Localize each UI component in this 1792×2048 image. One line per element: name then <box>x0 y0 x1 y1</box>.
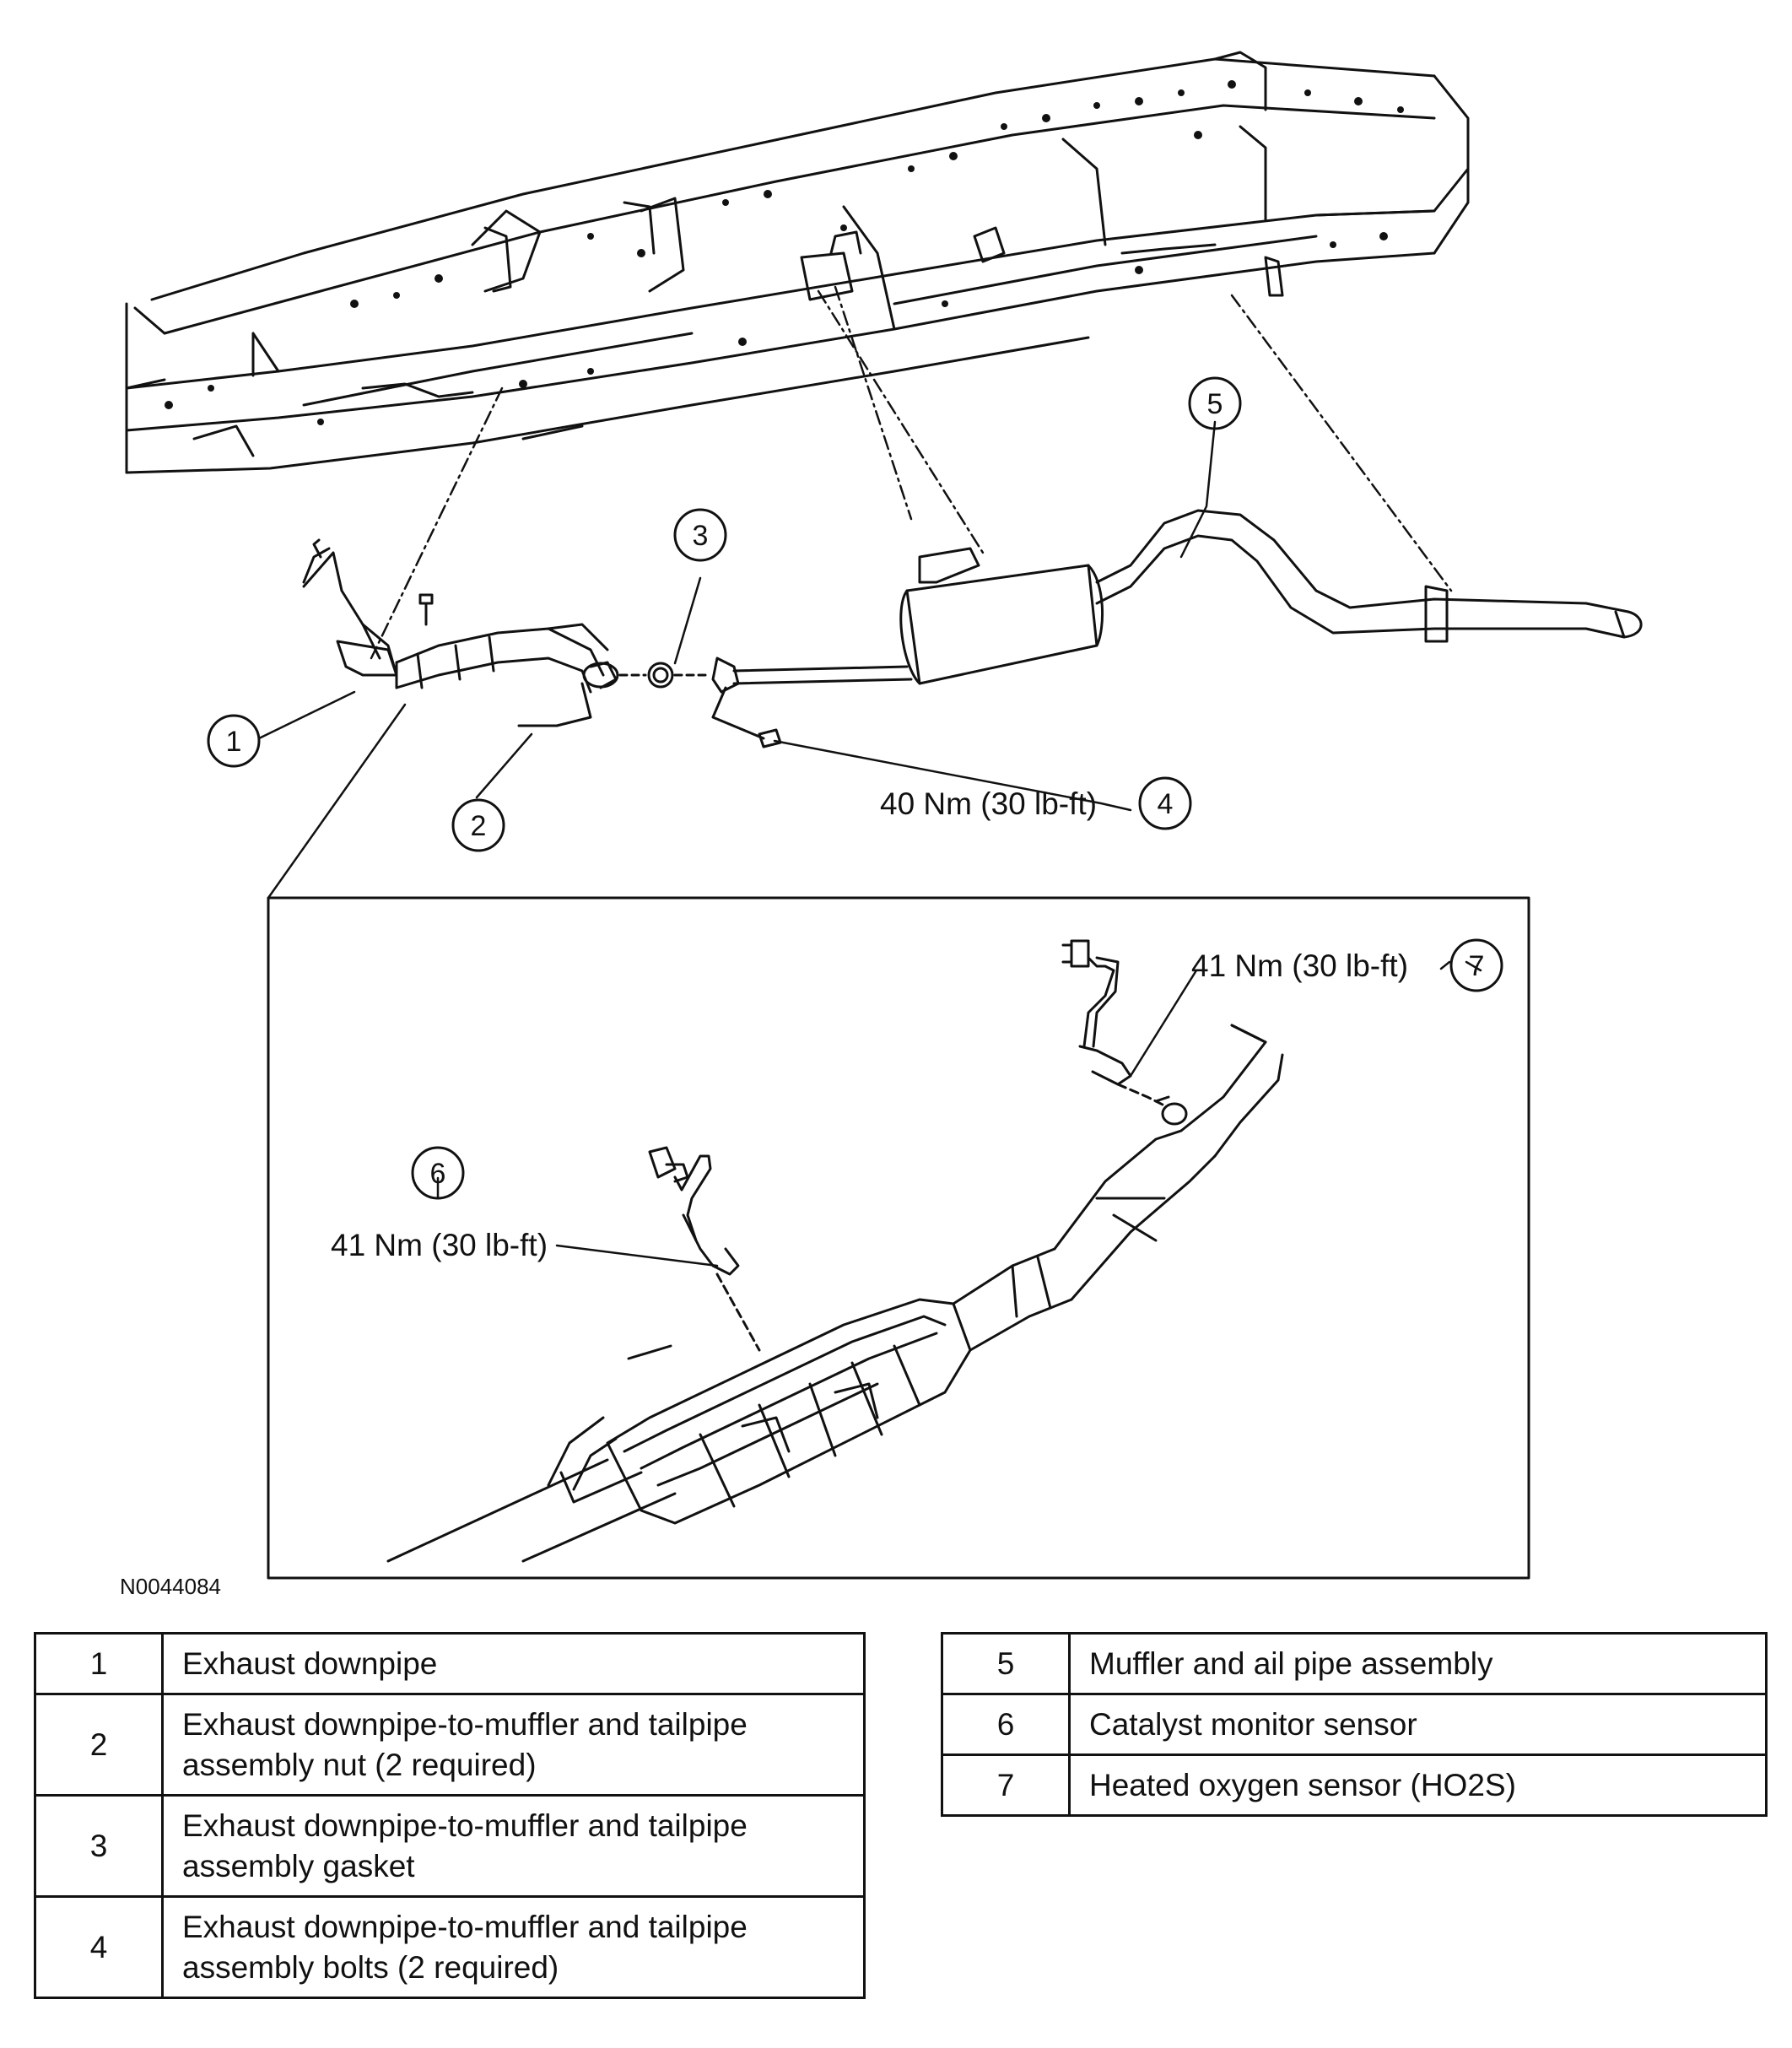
legend-description: Catalyst monitor sensor <box>1068 1693 1768 1756</box>
legend-row: 3 Exhaust downpipe-to-muffler and tailpi… <box>34 1794 866 1898</box>
inset-callout-leaders <box>436 960 1482 1267</box>
torque-label-item-7: 41 Nm (30 lb-ft) <box>1191 948 1408 983</box>
detail-catalytic-converter <box>386 1024 1284 1563</box>
legend-description: Exhaust downpipe-to-muffler and tailpipe… <box>161 1693 866 1797</box>
frame-holes <box>165 80 1404 425</box>
callout-6: 6 <box>430 1158 446 1190</box>
detail-inset-frame <box>267 896 1530 1580</box>
torque-label-item-4: 40 Nm (30 lb-ft) <box>880 786 1097 821</box>
callout-circles <box>207 376 1503 1200</box>
legend-number: 3 <box>34 1794 164 1898</box>
callout-3-circle <box>673 508 727 562</box>
exhaust-downpipe <box>302 538 619 694</box>
gasket <box>618 662 710 689</box>
torque-label-item-6: 41 Nm (30 lb-ft) <box>331 1228 548 1262</box>
legend-row: 4 Exhaust downpipe-to-muffler and tailpi… <box>34 1895 866 1999</box>
callout-2-circle <box>451 798 505 852</box>
callout-3: 3 <box>693 520 709 552</box>
callout-5-circle <box>1188 376 1242 430</box>
muffler-tailpipe <box>711 509 1643 740</box>
legend-number: 7 <box>941 1753 1071 1817</box>
hanger-leaders <box>370 285 1453 660</box>
legend-row: 5 Muffler and ail pipe assembly <box>941 1632 1768 1695</box>
exhaust-system-diagram: 1 2 3 4 5 6 7 40 Nm (30 lb-ft) 41 Nm (30… <box>120 51 1643 1599</box>
legend-description: Exhaust downpipe-to-muffler and tailpipe… <box>161 1895 866 1999</box>
heated-oxygen-sensor <box>1061 939 1166 1107</box>
legend-table-left: 1 Exhaust downpipe 2 Exhaust downpipe-to… <box>34 1632 866 1999</box>
legend-description: Heated oxygen sensor (HO2S) <box>1068 1753 1768 1817</box>
legend-description: Exhaust downpipe <box>161 1632 866 1695</box>
callout-7: 7 <box>1469 950 1485 982</box>
vehicle-frame <box>125 51 1470 474</box>
callout-4-circle <box>1138 776 1192 830</box>
callout-4: 4 <box>1158 788 1174 820</box>
callout-6-circle <box>411 1146 465 1200</box>
legend-row: 7 Heated oxygen sensor (HO2S) <box>941 1753 1768 1817</box>
legend-number: 6 <box>941 1693 1071 1756</box>
callout-7-circle <box>1449 938 1503 992</box>
legend-number: 4 <box>34 1895 164 1999</box>
callout-2: 2 <box>471 810 487 842</box>
legend-number: 1 <box>34 1632 164 1695</box>
legend-row: 2 Exhaust downpipe-to-muffler and tailpi… <box>34 1693 866 1797</box>
callout-leaders <box>257 420 1217 900</box>
callout-1: 1 <box>226 726 242 758</box>
callout-5: 5 <box>1207 388 1223 420</box>
legend-description: Exhaust downpipe-to-muffler and tailpipe… <box>161 1794 866 1898</box>
legend-description: Muffler and ail pipe assembly <box>1068 1632 1768 1695</box>
legend-row: 1 Exhaust downpipe <box>34 1632 866 1695</box>
catalyst-monitor-sensor <box>648 1146 761 1352</box>
legend-number: 2 <box>34 1693 164 1797</box>
downpipe-nut <box>517 682 592 727</box>
figure-id: N0044084 <box>120 1574 221 1599</box>
legend-table-right: 5 Muffler and ail pipe assembly 6 Cataly… <box>941 1632 1768 1817</box>
legend-row: 6 Catalyst monitor sensor <box>941 1693 1768 1756</box>
callout-1-circle <box>207 714 261 768</box>
legend-number: 5 <box>941 1632 1071 1695</box>
